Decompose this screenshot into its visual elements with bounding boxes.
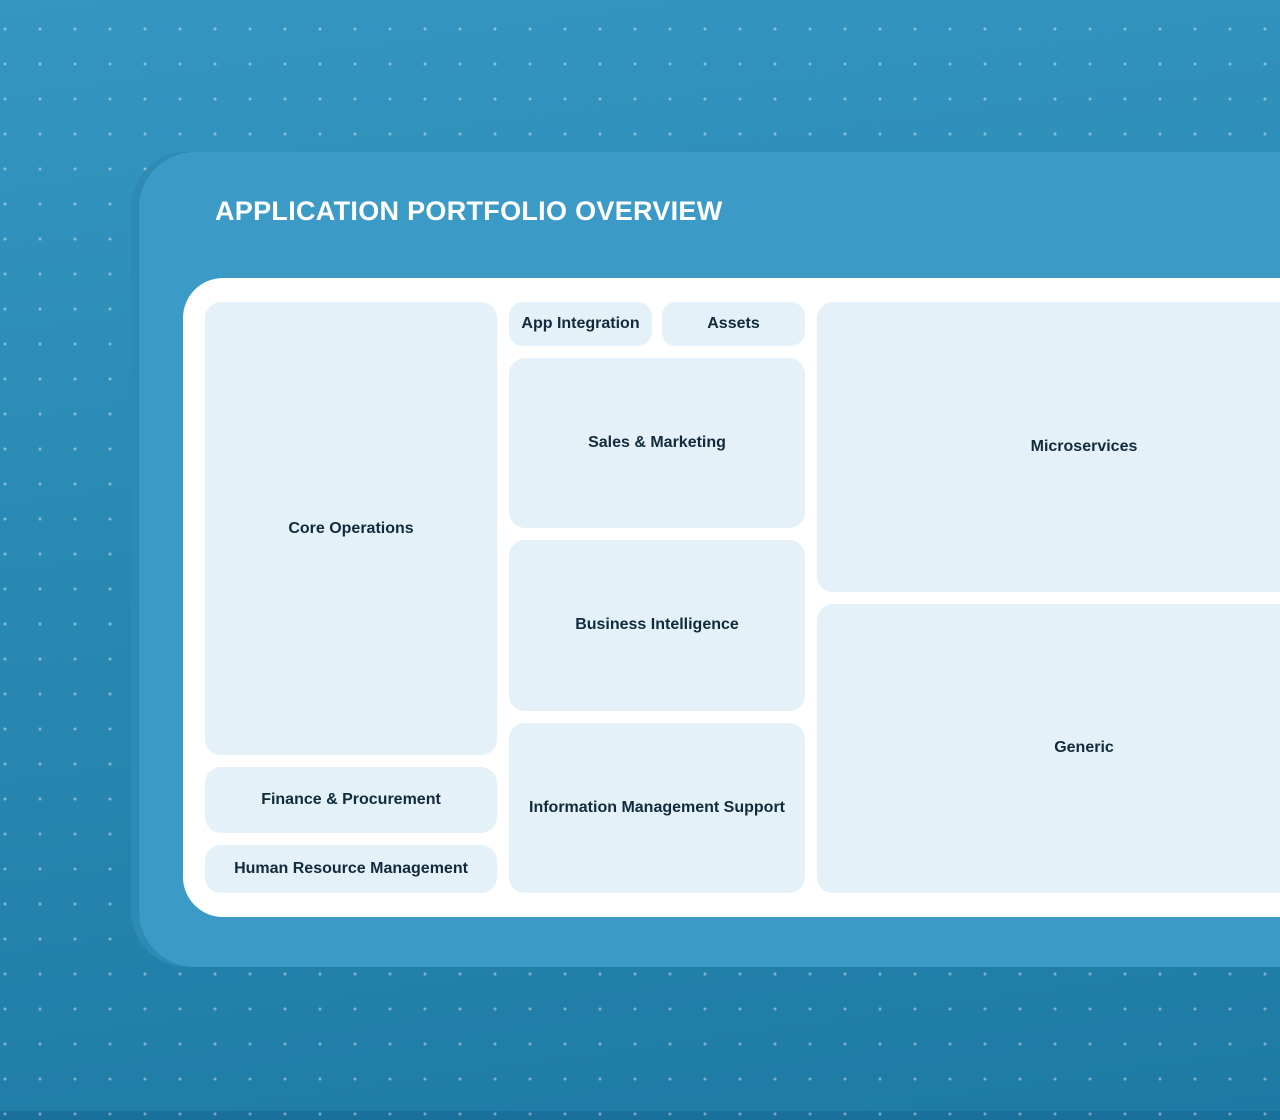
portfolio-panel: Core Operations Finance & Procurement Hu… bbox=[183, 278, 1280, 917]
tile-sales-marketing[interactable]: Sales & Marketing bbox=[509, 358, 805, 529]
column-middle: App Integration Assets Sales & Marketing… bbox=[509, 302, 805, 893]
tile-information-management-support[interactable]: Information Management Support bbox=[509, 722, 805, 893]
footer-band bbox=[0, 1111, 1280, 1120]
column-right: Microservices Generic bbox=[817, 302, 1280, 893]
tile-assets-label: Assets bbox=[707, 315, 760, 332]
tile-app-integration[interactable]: App Integration bbox=[509, 302, 652, 346]
tile-business-intelligence-label: Business Intelligence bbox=[575, 616, 739, 634]
tile-business-intelligence[interactable]: Business Intelligence bbox=[509, 540, 805, 711]
column-left: Core Operations Finance & Procurement Hu… bbox=[205, 302, 497, 893]
tile-assets[interactable]: Assets bbox=[662, 302, 805, 346]
tile-human-resource-management[interactable]: Human Resource Management bbox=[205, 845, 497, 893]
tile-generic[interactable]: Generic bbox=[817, 603, 1280, 893]
tile-finance-procurement[interactable]: Finance & Procurement bbox=[205, 767, 497, 833]
portfolio-card: APPLICATION PORTFOLIO OVERVIEW Core Oper… bbox=[139, 152, 1280, 967]
tile-core-operations-label: Core Operations bbox=[288, 519, 414, 537]
tile-human-resource-management-label: Human Resource Management bbox=[234, 860, 468, 877]
tile-core-operations[interactable]: Core Operations bbox=[205, 302, 497, 755]
chip-row: App Integration Assets bbox=[509, 302, 805, 346]
tile-information-management-support-label: Information Management Support bbox=[529, 798, 785, 816]
tile-finance-procurement-label: Finance & Procurement bbox=[261, 791, 441, 808]
tile-microservices-label: Microservices bbox=[1030, 437, 1138, 455]
tile-generic-label: Generic bbox=[1054, 739, 1114, 757]
tile-app-integration-label: App Integration bbox=[521, 315, 640, 332]
tile-microservices[interactable]: Microservices bbox=[817, 302, 1280, 592]
page-title: APPLICATION PORTFOLIO OVERVIEW bbox=[215, 196, 723, 226]
tile-sales-marketing-label: Sales & Marketing bbox=[588, 434, 726, 452]
